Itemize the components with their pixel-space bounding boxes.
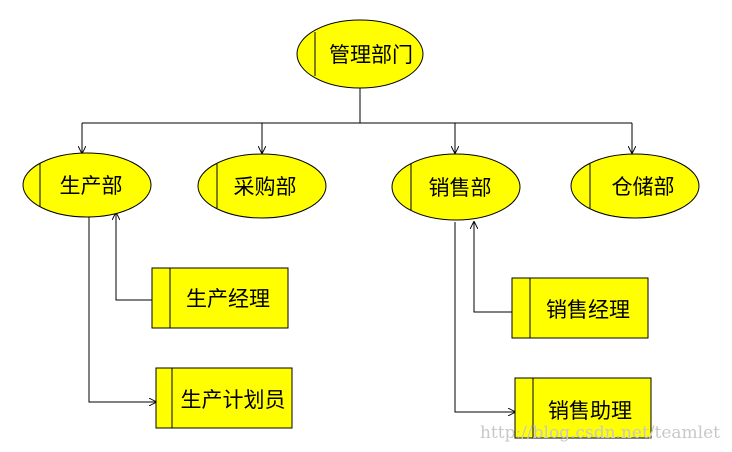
department-sales: 销售部 [391,153,521,221]
role-sales-assistant: 销售助理 [514,377,652,439]
department-purchasing: 采购部 [197,153,327,219]
watermark: http://blog.csdn.net/teamlet [480,423,720,443]
department-purchasing-label: 采购部 [234,175,297,199]
arrow-sales-manager-to-sales [474,222,512,313]
role-production-manager: 生产经理 [151,267,289,329]
root-node: 管理部门 [296,19,424,89]
root-label: 管理部门 [329,43,413,67]
role-production-planner-label: 生产计划员 [181,388,286,412]
connector-lines [82,87,632,412]
department-production: 生产部 [22,152,152,218]
department-production-label: 生产部 [60,174,123,198]
role-production-planner: 生产计划员 [155,367,293,429]
department-warehouse-label: 仓储部 [612,175,675,199]
department-warehouse: 仓储部 [570,153,700,219]
arrow-sales-to-assistant [454,222,515,412]
role-production-manager-label: 生产经理 [186,287,270,311]
arrow-production-manager-to-production [116,213,152,301]
role-sales-manager: 销售经理 [511,277,649,339]
arrow-production-to-planner [88,215,156,402]
department-sales-label: 销售部 [429,176,492,200]
role-sales-assistant-label: 销售助理 [548,399,632,423]
role-sales-manager-label: 销售经理 [546,298,630,322]
